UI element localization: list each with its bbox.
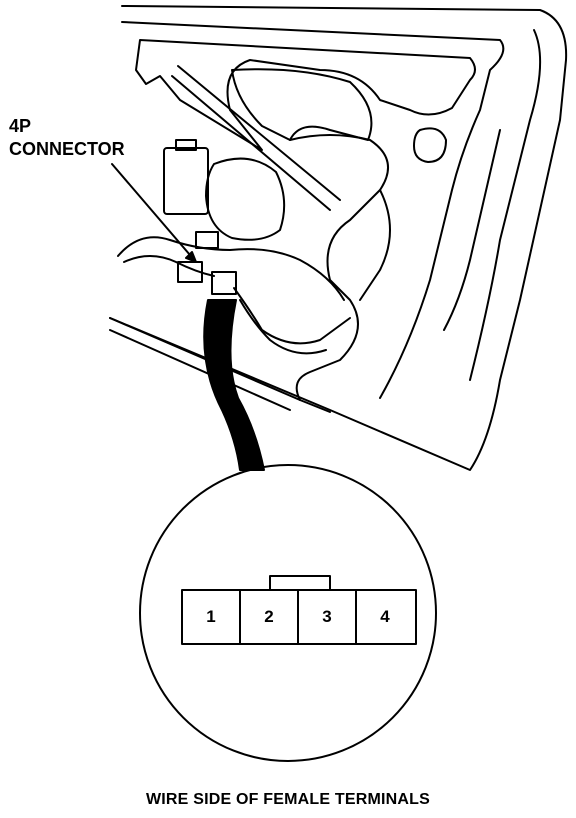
terminal-2: 2: [264, 607, 274, 626]
door-frame-edge-2: [443, 129, 501, 331]
magnifier-circle: [139, 464, 437, 762]
speaker-housing: [205, 157, 286, 241]
door-sill: [109, 317, 331, 413]
module-box: [163, 147, 209, 215]
module-top: [175, 139, 197, 151]
callout-arrowhead: [185, 251, 197, 263]
terminal-4: 4: [380, 607, 390, 626]
magnifier-beam: [203, 299, 265, 471]
door-frame-edge: [469, 29, 542, 381]
connector-4p: [211, 271, 237, 295]
wire-harness-lower: [233, 287, 351, 345]
terminal-1: 1: [206, 607, 216, 626]
wire-harness-lower-2: [239, 299, 327, 355]
diagram-caption: WIRE SIDE OF FEMALE TERMINALS: [145, 791, 431, 808]
wire-harness-2: [123, 255, 215, 277]
connector-left: [177, 261, 203, 283]
harness-rod-2: [171, 75, 331, 211]
harness-rod: [177, 65, 341, 201]
inner-panel-recess: [231, 68, 373, 141]
regulator-body-2: [359, 189, 391, 301]
connector-top: [195, 231, 219, 249]
door-inner-edge: [121, 21, 505, 399]
regulator-body: [289, 134, 389, 401]
terminal-3: 3: [322, 607, 332, 626]
wire-harness: [117, 236, 345, 301]
callout-label-connector: CONNECTOR: [9, 139, 125, 159]
callout-leader: [111, 163, 197, 263]
door-sill-2: [109, 329, 291, 411]
callout-label-4p: 4P: [9, 116, 32, 136]
door-panel-outline: [109, 5, 568, 471]
inner-panel-cutout: [135, 39, 476, 151]
inner-panel-window-cutout: [413, 127, 447, 163]
connector-lock-tab: [269, 575, 331, 591]
